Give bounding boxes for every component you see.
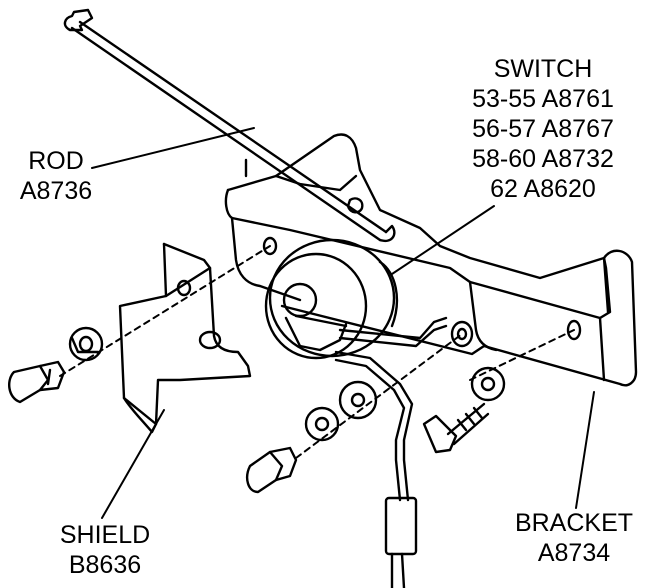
rod-label: ROD A8736 <box>6 146 106 206</box>
bracket-label: BRACKET A8734 <box>500 508 648 568</box>
left-screw-assembly <box>8 326 104 404</box>
bracket-part <box>224 133 638 387</box>
switch-title: SWITCH <box>493 55 593 83</box>
shield-part-number: B8636 <box>68 551 142 579</box>
rod-name: ROD <box>28 147 84 175</box>
bracket-part-number: A8734 <box>537 539 611 567</box>
shield-part <box>118 242 252 434</box>
switch-part-58-60: 58-60 A8732 <box>472 145 614 173</box>
rod-part-number: A8736 <box>19 177 93 205</box>
rod-part <box>63 8 396 243</box>
switch-part <box>264 238 448 588</box>
switch-part-53-55: 53-55 A8761 <box>472 85 614 113</box>
bracket-name: BRACKET <box>514 509 634 537</box>
leader-lines <box>91 127 595 519</box>
switch-label: SWITCH 53-55 A8761 56-57 A8767 58-60 A87… <box>448 54 638 204</box>
shield-label: SHIELD B8636 <box>40 520 170 580</box>
switch-part-56-57: 56-57 A8767 <box>472 115 614 143</box>
shield-name: SHIELD <box>59 521 151 549</box>
alignment-lines <box>59 245 575 459</box>
switch-part-62: 62 A8620 <box>490 175 596 203</box>
center-screw-assembly <box>246 366 506 494</box>
